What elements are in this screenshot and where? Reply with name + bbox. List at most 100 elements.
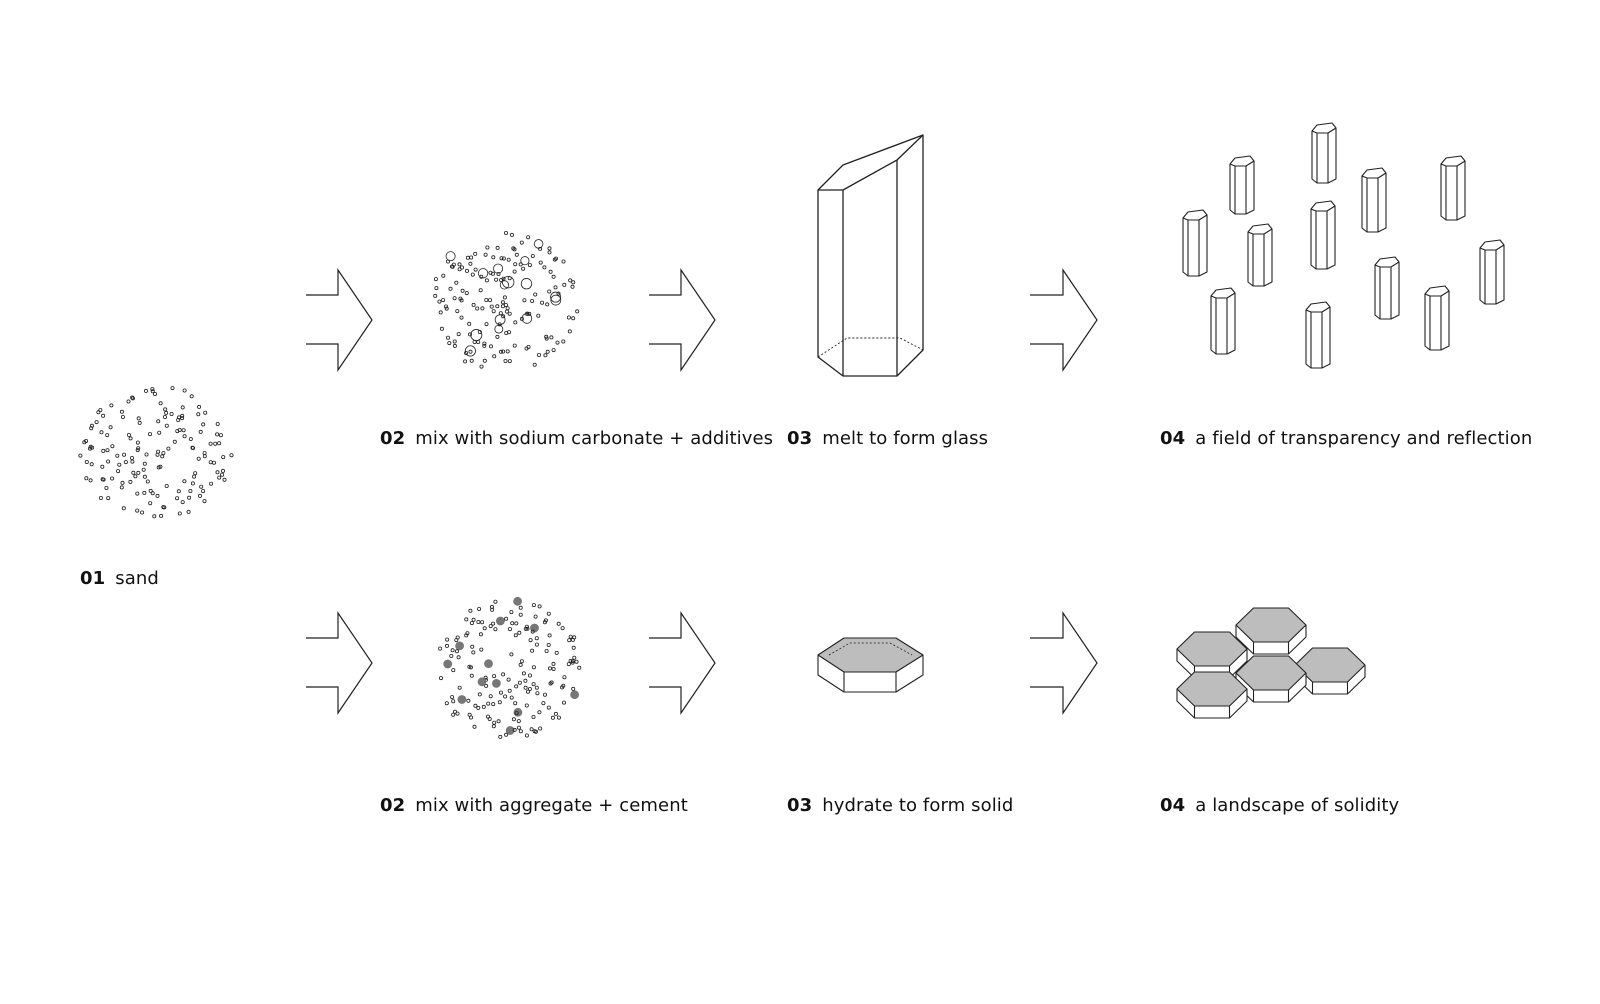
particle <box>531 715 536 720</box>
particle <box>492 720 497 725</box>
particle <box>98 495 103 500</box>
particle <box>518 605 523 610</box>
particle <box>201 422 206 427</box>
particle <box>437 299 442 304</box>
particle <box>106 459 111 464</box>
small-prism-icon <box>1210 287 1236 355</box>
small-prism-icon <box>1361 167 1387 233</box>
particle <box>101 448 106 453</box>
particle <box>456 655 461 660</box>
particle <box>457 685 462 690</box>
particle <box>450 695 455 700</box>
particle <box>444 643 449 648</box>
particle <box>524 733 529 738</box>
particle <box>530 298 535 303</box>
particle <box>465 255 470 260</box>
particle <box>571 645 576 650</box>
particle <box>498 690 503 695</box>
particle <box>498 311 503 316</box>
particle <box>534 642 539 647</box>
particle <box>199 484 204 489</box>
particle <box>510 621 515 626</box>
particle <box>544 334 549 339</box>
particle <box>192 474 197 479</box>
particle <box>220 468 225 473</box>
particle <box>88 446 93 451</box>
particle <box>441 273 446 278</box>
particle <box>150 389 155 394</box>
particle <box>455 641 465 651</box>
particle <box>520 256 530 266</box>
particle <box>519 316 524 321</box>
particle <box>551 348 556 353</box>
particle <box>135 508 140 513</box>
particle <box>100 464 105 469</box>
particle <box>543 618 548 623</box>
particle <box>172 439 177 444</box>
particle <box>130 459 135 464</box>
particle <box>455 711 460 716</box>
particle <box>518 662 523 667</box>
particle <box>449 654 454 659</box>
particle <box>480 620 485 625</box>
particle <box>182 479 187 484</box>
particle <box>570 284 575 289</box>
particle <box>521 266 526 271</box>
particle <box>514 252 519 257</box>
particle <box>152 391 157 396</box>
particle <box>511 717 516 722</box>
particle <box>488 694 493 699</box>
particle <box>484 297 489 302</box>
particle <box>438 646 443 651</box>
small-prism-icon <box>1247 223 1273 287</box>
particle <box>514 621 519 626</box>
particle <box>473 703 478 708</box>
glass-mix-particles-icon <box>433 230 580 369</box>
particle <box>540 300 545 305</box>
particle <box>519 240 524 245</box>
particle <box>188 488 193 493</box>
particle <box>120 480 125 485</box>
particle <box>438 676 443 681</box>
particle <box>135 448 140 453</box>
particle <box>477 268 489 279</box>
particle <box>507 359 512 364</box>
particle <box>109 403 114 408</box>
particle <box>562 700 567 705</box>
particle <box>529 727 534 732</box>
particle <box>482 358 487 363</box>
particle <box>568 659 573 664</box>
particle <box>444 701 449 706</box>
particle <box>213 441 218 446</box>
particle <box>447 341 452 346</box>
particle <box>180 500 185 505</box>
particle <box>162 414 167 419</box>
particle <box>505 726 515 735</box>
particle <box>530 648 535 653</box>
glass-field-icon <box>1182 122 1505 369</box>
particle <box>217 441 222 446</box>
particle <box>542 265 547 270</box>
particle <box>463 359 468 364</box>
particle <box>509 695 514 700</box>
particle <box>439 326 444 331</box>
particle <box>215 432 220 437</box>
particle <box>512 727 517 732</box>
particle <box>130 396 135 401</box>
particle <box>202 454 207 459</box>
particle <box>147 432 152 437</box>
particle <box>477 607 482 612</box>
particle <box>562 675 567 680</box>
particle <box>493 599 498 604</box>
particle <box>162 505 167 510</box>
particle <box>533 614 538 619</box>
particle <box>524 624 529 629</box>
hex-slab-icon <box>1235 607 1307 655</box>
particle <box>188 436 193 441</box>
particle <box>495 616 505 626</box>
particle <box>561 683 566 688</box>
particle <box>470 272 475 277</box>
